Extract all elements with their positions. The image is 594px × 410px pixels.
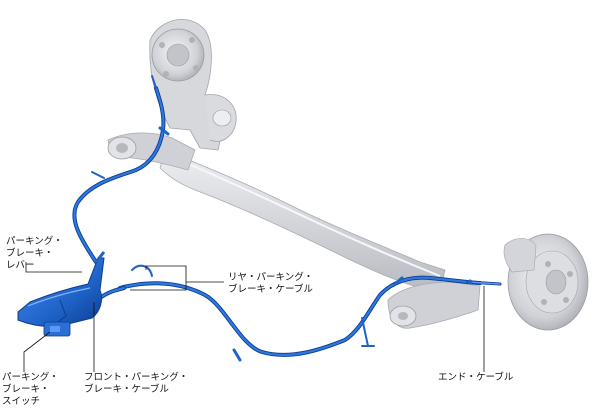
label-front-parking-brake-cable: フロント・パーキング・ ブレーキ・ケーブル — [84, 372, 189, 395]
leader-lines — [23, 262, 485, 372]
rear-parking-brake-cable-right — [118, 264, 482, 362]
rear-parking-brake-cable-left — [72, 75, 170, 264]
parking-brake-lever — [17, 251, 106, 327]
rear-axle-beam — [107, 19, 589, 331]
label-parking-brake-lever: パーキング・ ブレーキ・ レバー — [6, 236, 63, 271]
front-parking-brake-cable — [98, 286, 126, 300]
leader-rear-cable-upper — [145, 265, 224, 283]
label-parking-brake-switch: パーキング・ ブレーキ・ スイッチ — [2, 372, 59, 407]
end-cable — [466, 279, 502, 286]
leader-lever — [25, 262, 82, 273]
leader-rear-cable-lower — [130, 282, 187, 291]
leader-switch — [23, 331, 51, 372]
label-end-cable: エンド・ケーブル — [438, 372, 514, 383]
parking-brake-switch — [43, 321, 71, 337]
label-rear-parking-brake-cable: リヤ・パーキング・ ブレーキ・ケーブル — [228, 272, 314, 295]
